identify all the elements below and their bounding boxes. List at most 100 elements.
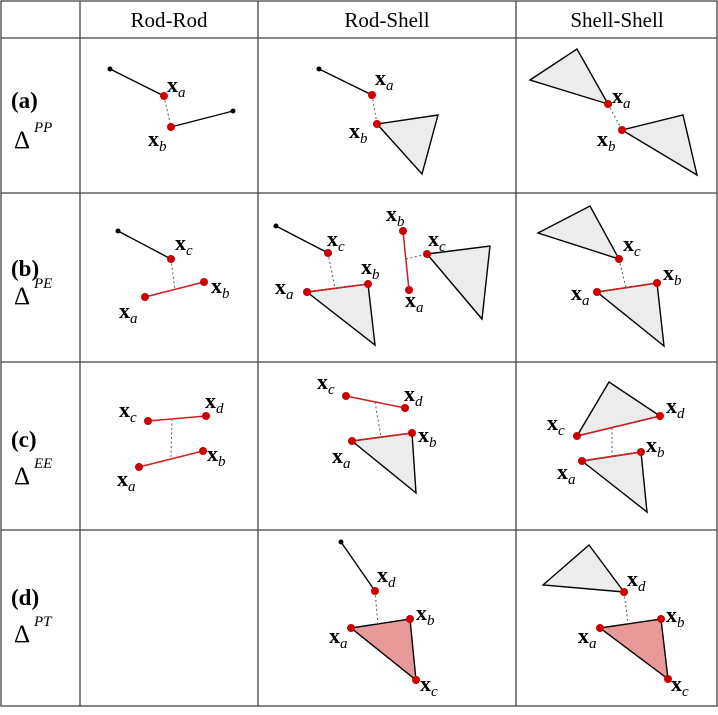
endpoint bbox=[273, 223, 279, 229]
vertex-label-b: xb bbox=[148, 126, 167, 155]
vertex-b bbox=[406, 615, 414, 623]
delta-superscript: PT bbox=[33, 614, 53, 630]
vertex-c bbox=[573, 432, 581, 440]
rod-segment bbox=[109, 68, 165, 97]
distance-line bbox=[170, 258, 176, 291]
vertex-label-a: xa bbox=[119, 298, 138, 327]
vertex-label-c: xc bbox=[420, 671, 438, 700]
shell-triangle bbox=[580, 451, 648, 514]
cell-c-rod-shell: xc xd xa xb bbox=[317, 369, 437, 495]
header-rod-shell: Rod-Shell bbox=[344, 8, 429, 32]
row-id: (b) bbox=[11, 256, 39, 281]
vertex-label-b: xb bbox=[349, 118, 368, 147]
vertex-label-d: xd bbox=[666, 393, 685, 422]
vertex-d bbox=[401, 404, 409, 412]
vertex-label-a: xa bbox=[375, 65, 394, 94]
vertex-c bbox=[342, 392, 350, 400]
vertex-a bbox=[578, 457, 586, 465]
cell-c-shell-shell: xc xd xa xb bbox=[547, 381, 685, 514]
distance-line bbox=[623, 591, 629, 624]
cell-a-shell-shell: xa xb bbox=[528, 48, 699, 177]
vertex-a bbox=[348, 437, 356, 445]
vertex-a bbox=[160, 92, 168, 100]
rod-segment bbox=[117, 230, 172, 260]
shell-triangle bbox=[575, 381, 662, 438]
vertex-b bbox=[637, 448, 645, 456]
shell-triangle bbox=[375, 114, 439, 176]
vertex-label-c: xc bbox=[119, 397, 137, 426]
vertex-a bbox=[135, 463, 143, 471]
distance-line bbox=[405, 253, 428, 260]
shell-triangle bbox=[595, 282, 665, 348]
vertex-label-d: xd bbox=[377, 562, 396, 591]
edge-segment bbox=[402, 230, 410, 291]
vertex-a bbox=[405, 286, 413, 294]
vertex-label-a: xa bbox=[405, 287, 424, 316]
vertex-label-a: xa bbox=[117, 466, 136, 495]
endpoint bbox=[107, 66, 113, 72]
cell-c-rod-rod: xc xd xa xb bbox=[117, 388, 226, 495]
cell-d-shell-shell: xd xa xb xc bbox=[541, 543, 689, 700]
vertex-label-b: xb bbox=[597, 126, 616, 155]
endpoint bbox=[338, 539, 344, 545]
edge-segment bbox=[351, 432, 413, 442]
vertex-label-b: xb bbox=[386, 201, 405, 230]
cell-a-rod-rod: xa xb bbox=[107, 66, 236, 155]
cell-d-rod-shell: xd xa xb xc bbox=[329, 539, 438, 700]
vertex-b bbox=[653, 279, 661, 287]
distance-line bbox=[170, 418, 173, 460]
distance-line bbox=[607, 103, 623, 131]
delta-symbol: Δ bbox=[14, 283, 30, 310]
row-label-a: (a) Δ PP bbox=[11, 88, 52, 154]
vertex-label-d: xd bbox=[404, 381, 423, 410]
vertex-label-c: xc bbox=[327, 226, 345, 255]
row-label-d: (d) Δ PT bbox=[11, 585, 53, 648]
endpoint bbox=[230, 108, 236, 114]
edge-segment bbox=[596, 282, 658, 293]
distance-line bbox=[163, 95, 172, 128]
vertex-b bbox=[167, 123, 175, 131]
edge-segment bbox=[147, 415, 207, 422]
edge-segment bbox=[138, 450, 204, 468]
vertex-label-d: xd bbox=[627, 566, 646, 595]
delta-symbol: Δ bbox=[14, 463, 30, 490]
header-rod-rod: Rod-Rod bbox=[130, 8, 208, 32]
endpoint bbox=[316, 66, 322, 72]
shell-triangle bbox=[350, 432, 417, 495]
vertex-a bbox=[604, 100, 612, 108]
header-shell-shell: Shell-Shell bbox=[570, 8, 663, 32]
vertex-c bbox=[615, 255, 623, 263]
row-label-b: (b) Δ PE bbox=[11, 256, 52, 310]
vertex-label-b: xb bbox=[361, 254, 380, 283]
distance-line bbox=[371, 94, 378, 125]
vertex-a bbox=[347, 624, 355, 632]
edge-segment bbox=[306, 283, 369, 293]
vertex-label-a: xa bbox=[571, 280, 590, 309]
distance-line bbox=[374, 401, 382, 438]
endpoint bbox=[115, 228, 121, 234]
vertex-a bbox=[368, 91, 376, 99]
delta-symbol: Δ bbox=[14, 621, 30, 648]
vertex-label-b: xb bbox=[211, 273, 230, 302]
vertex-c bbox=[167, 255, 175, 263]
vertex-label-a: xa bbox=[578, 623, 597, 652]
edge-segment bbox=[576, 415, 661, 437]
vertex-label-a: xa bbox=[557, 459, 576, 488]
delta-superscript: PE bbox=[33, 276, 52, 292]
row-id: (c) bbox=[11, 427, 37, 452]
vertex-b bbox=[199, 447, 207, 455]
edge-segment bbox=[144, 281, 205, 298]
vertex-c bbox=[423, 250, 431, 258]
vertex-label-b: xb bbox=[646, 432, 665, 461]
vertex-c bbox=[412, 676, 420, 684]
vertex-d bbox=[620, 588, 628, 596]
vertex-a bbox=[141, 293, 149, 301]
vertex-label-a: xa bbox=[329, 623, 348, 652]
vertex-b bbox=[618, 126, 626, 134]
vertex-b bbox=[200, 278, 208, 286]
row-label-c: (c) Δ EE bbox=[11, 427, 52, 490]
vertex-label-b: xb bbox=[663, 260, 682, 289]
vertex-label-b: xb bbox=[207, 441, 226, 470]
rod-segment bbox=[318, 68, 373, 96]
